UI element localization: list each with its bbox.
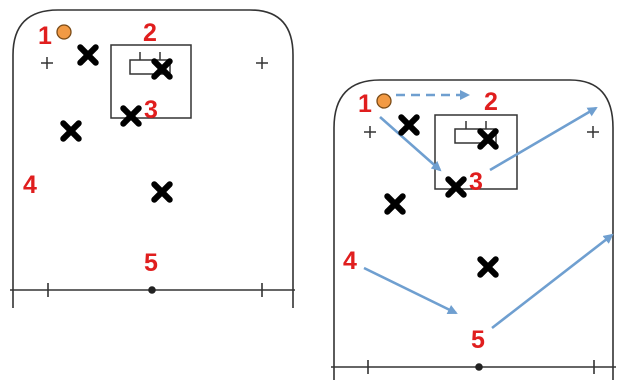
left-baseline-dot [148,286,156,294]
x-mark-icon [401,117,416,132]
right-label-2: 2 [484,88,498,116]
right-key-box [434,114,518,190]
x-mark-icon [80,47,95,62]
right-baseline-dot [475,363,483,371]
right-diagram: 1 2 3 4 5 [331,79,616,380]
left-label-2: 2 [143,19,157,47]
left-inner-box [129,59,171,75]
left-label-5: 5 [144,249,158,277]
left-label-3: 3 [144,96,158,124]
right-label-1: 1 [358,90,372,118]
left-diagram: 1 2 3 4 5 [10,9,295,308]
right-label-3: 3 [469,168,483,196]
right-spot-marker [364,126,376,138]
cut-arrow-5-to-corner [491,233,614,330]
cut-arrow-3-to-wing [489,106,598,172]
x-mark-icon [448,179,463,194]
left-key-box [110,44,192,119]
left-court-outline [12,9,294,308]
left-label-1: 1 [38,22,52,50]
ball-icon [376,93,392,109]
right-label-5: 5 [471,326,485,354]
right-label-4: 4 [343,247,357,275]
right-court-outline [333,79,614,380]
x-mark-icon [154,184,169,199]
x-mark-icon [480,259,495,274]
left-label-4: 4 [23,171,37,199]
right-spot-marker [587,126,599,138]
x-mark-icon [480,131,495,146]
x-mark-icon [387,196,402,211]
left-spot-marker [256,57,268,69]
x-mark-icon [63,123,78,138]
x-mark-icon [123,108,138,123]
left-spot-marker [41,57,53,69]
right-inner-box [454,128,497,144]
cut-arrow-1-to-3 [379,116,442,172]
cut-arrow-4-to-5 [363,266,458,315]
ball-icon [56,24,72,40]
